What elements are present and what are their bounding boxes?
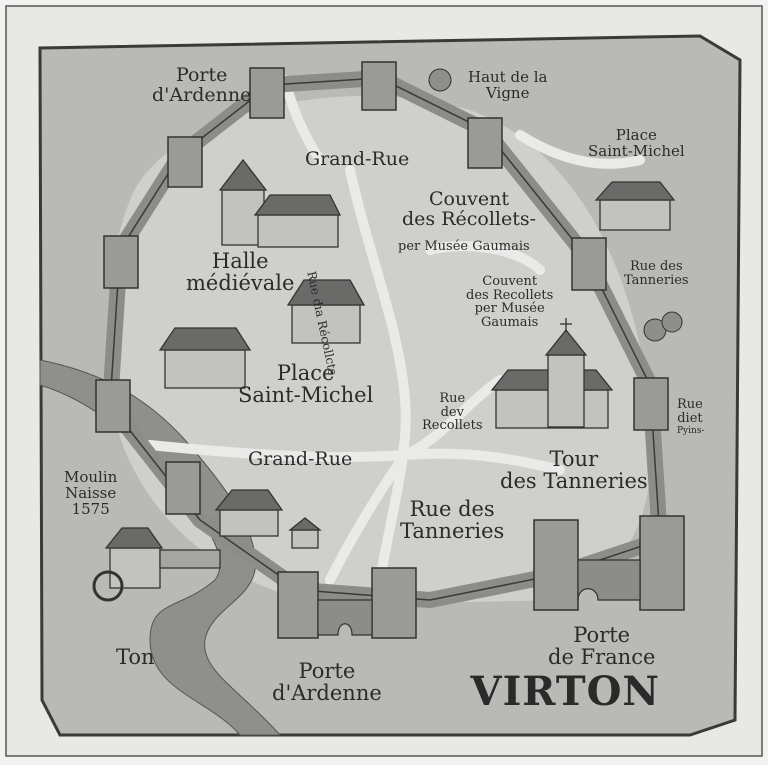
- label-tour-des-tanneries: Tour des Tanneries: [500, 447, 648, 494]
- label-rue-diet-sub: Pyins-: [677, 426, 705, 436]
- tower: [639, 515, 685, 611]
- label-couvent-1: Couvent des Récollets-: [402, 188, 537, 230]
- street-haut-vigne: [515, 130, 645, 169]
- porte-de-france-gate: [577, 559, 641, 601]
- label-porte-ardenne-top: Porte d'Ardenne: [152, 64, 252, 106]
- tower: [249, 67, 285, 119]
- street-grand-rue: [145, 440, 565, 475]
- label-rue-des-tanneries-right: Rue des Tanneries: [624, 259, 689, 288]
- tower: [371, 567, 417, 639]
- label-grand-rue-bottom: Grand-Rue: [248, 448, 353, 470]
- tower: [571, 237, 607, 291]
- street-diagonal-ne: [400, 375, 505, 460]
- label-rue-des-tanneries-center: Rue des Tanneries: [400, 497, 505, 544]
- label-couvent-2: Couvent des Recollets per Musée Gaumais: [466, 274, 554, 330]
- label-place-saint-michel-center: Place Saint-Michel: [238, 361, 374, 408]
- tower: [167, 136, 203, 188]
- buildings: [92, 158, 676, 602]
- street-diagonal-sw: [325, 450, 410, 585]
- trees: [428, 68, 683, 342]
- tower: [533, 519, 579, 611]
- label-place-saint-michel-right: Place Saint-Michel: [588, 126, 685, 160]
- label-ton: Ton: [116, 645, 155, 669]
- tower: [277, 571, 319, 639]
- label-haut-de-la-vigne: Haut de la Vigne: [468, 68, 548, 102]
- label-porte-ardenne-bottom: Porte d'Ardenne: [272, 659, 382, 706]
- map-title: VIRTON: [470, 668, 660, 715]
- tower: [95, 379, 131, 433]
- porte-ardenne-gate: [317, 599, 373, 636]
- label-rue-dev-recollets: Rue dev Recollets: [422, 391, 483, 434]
- label-halle-medievale: Halle médiévale: [186, 249, 295, 296]
- label-grand-rue-top: Grand-Rue: [305, 148, 410, 170]
- water-wheel: [92, 570, 124, 602]
- tower: [633, 377, 669, 431]
- tower: [103, 235, 139, 289]
- label-rue-diet: Rue diet: [677, 397, 703, 426]
- street-upper-right: [425, 241, 545, 275]
- label-moulin-naisse: Moulin Naisse 1575: [64, 468, 118, 518]
- tower: [467, 117, 503, 169]
- label-couvent-1-sub: per Musée Gaumais: [398, 239, 530, 254]
- tower: [361, 61, 397, 111]
- street-rue-des-recollets: [345, 165, 411, 585]
- tower: [165, 461, 201, 515]
- label-porte-de-france: Porte de France: [548, 623, 656, 670]
- towers: [95, 61, 685, 639]
